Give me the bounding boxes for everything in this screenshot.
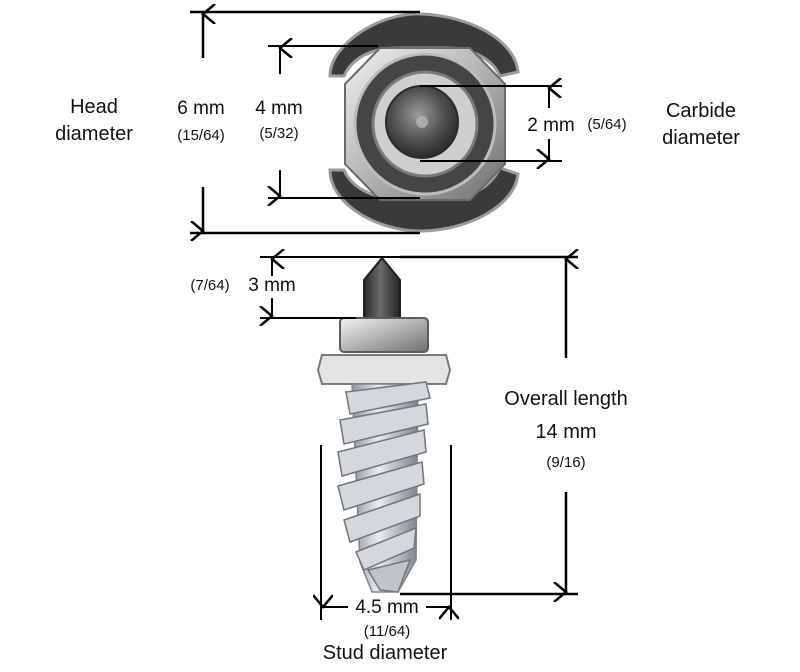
- inner-diameter-dimension: [268, 46, 420, 198]
- hex-flange: [316, 354, 452, 385]
- carbide-diameter-mm: 2 mm: [527, 115, 575, 136]
- pin-height-dimension: [260, 257, 400, 318]
- overall-length-inch: (9/16): [546, 454, 585, 471]
- carbide-diameter-title-line1: Carbide: [666, 100, 736, 122]
- threads: [337, 381, 431, 571]
- overall-length-title: Overall length: [504, 388, 627, 410]
- head-diameter-dimension: [190, 12, 420, 233]
- head-diameter-title-line2: diameter: [55, 123, 133, 145]
- stud-diameter-dimension: [321, 445, 451, 620]
- collar: [339, 317, 429, 353]
- stud-diameter-mm: 4.5 mm: [355, 597, 418, 618]
- head-diameter-mm: 6 mm: [177, 98, 225, 119]
- carbide-pin: [363, 256, 401, 319]
- carbide-diameter-inch: (5/64): [587, 116, 626, 133]
- head-diameter-inch: (15/64): [177, 127, 225, 144]
- stud-side-view-image: [316, 256, 452, 593]
- carbide-diameter-dimension: [420, 86, 562, 161]
- pin-height-inch: (7/64): [190, 277, 229, 294]
- overall-length-dimension: [400, 257, 578, 594]
- carbide-diameter-title-line2: diameter: [662, 127, 740, 149]
- pin-height-mm: 3 mm: [248, 275, 296, 296]
- inner-diameter-inch: (5/32): [259, 125, 298, 142]
- inner-diameter-mm: 4 mm: [255, 98, 303, 119]
- head-diameter-title-line1: Head: [70, 96, 118, 118]
- stud-diameter-title: Stud diameter: [323, 642, 448, 664]
- overall-length-mm: 14 mm: [535, 421, 596, 443]
- stud-diameter-inch: (11/64): [364, 623, 410, 640]
